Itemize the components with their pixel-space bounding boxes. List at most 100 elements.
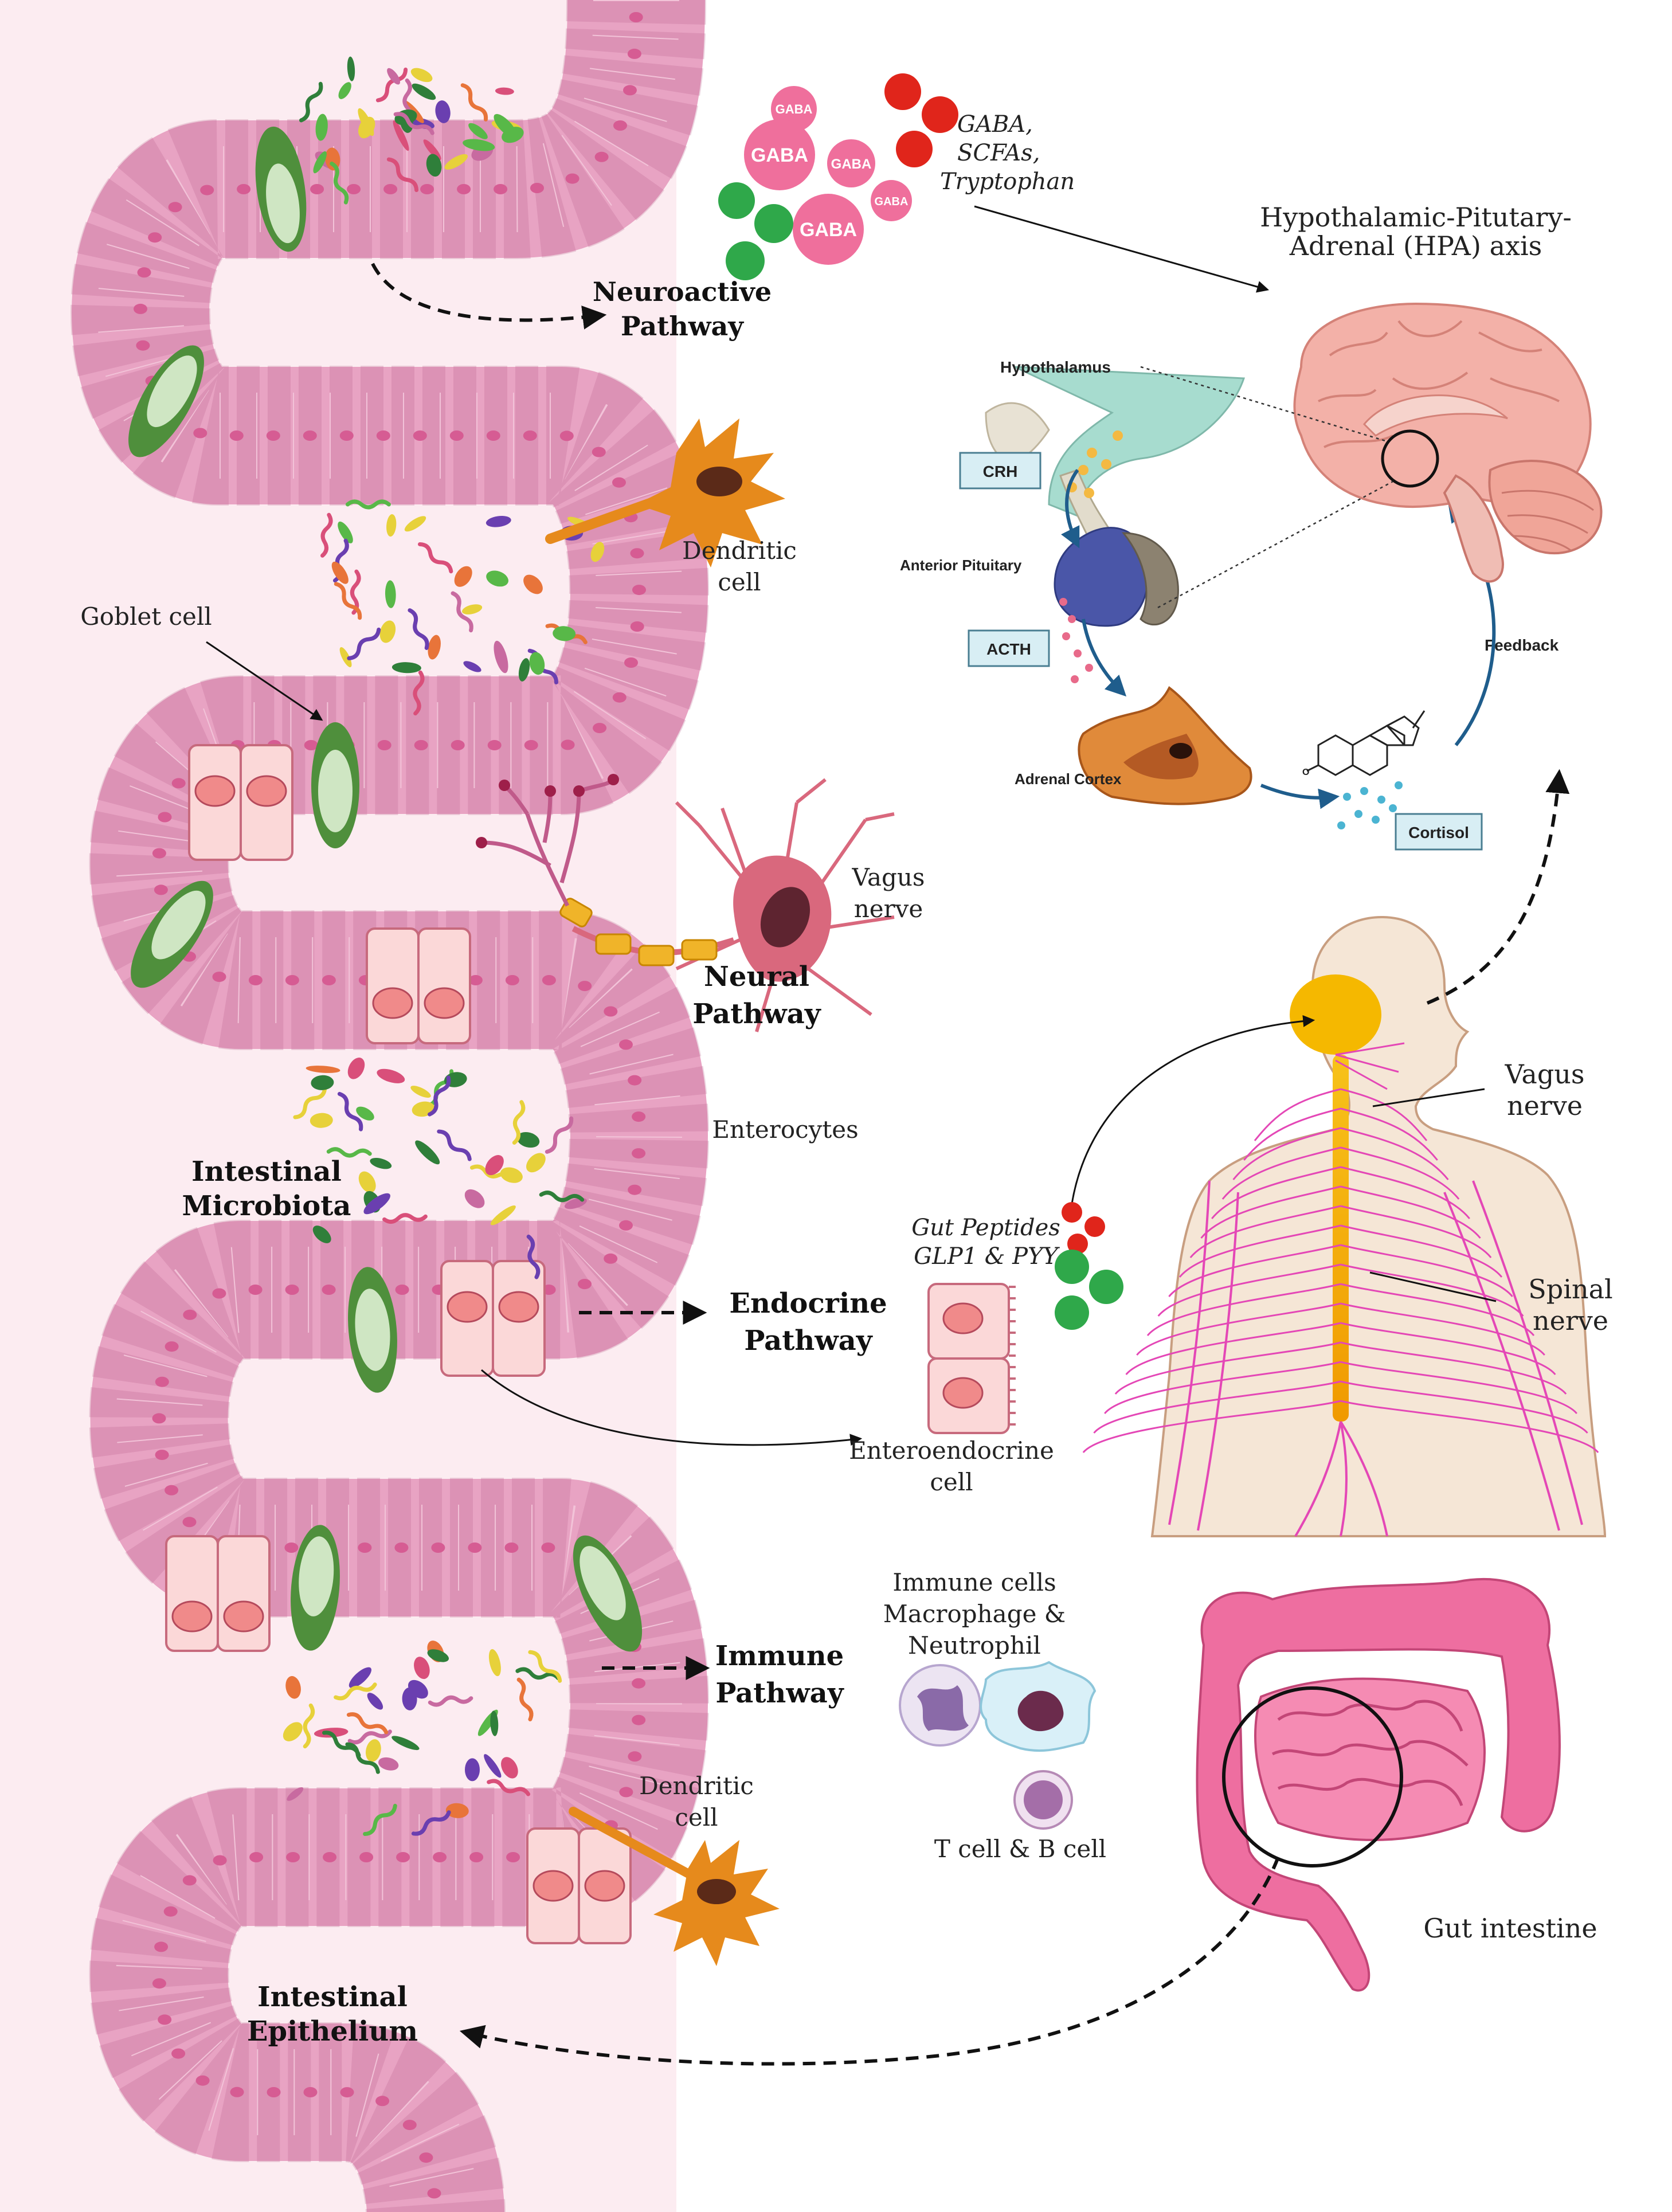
enteroendocrine-nucleus bbox=[171, 1600, 213, 1632]
gut-peptides-molecules bbox=[1055, 1202, 1123, 1330]
gaba-molecule bbox=[744, 119, 815, 190]
hpa-axis-diagram: O Hypothalamus CRH Anterior Pituitary AC… bbox=[900, 358, 1559, 851]
bacterium-spiral bbox=[539, 1191, 585, 1203]
bacterium-cocci bbox=[310, 1113, 333, 1128]
enterocyte-nucleus bbox=[487, 740, 502, 750]
enterocyte-nucleus bbox=[592, 447, 606, 457]
bacterium-rod bbox=[370, 1157, 392, 1169]
bacterium-spiral bbox=[293, 1086, 327, 1119]
enterocyte-nucleus bbox=[628, 1075, 642, 1086]
enterocyte-nucleus bbox=[212, 1288, 226, 1299]
nerve-branch bbox=[1082, 1400, 1341, 1453]
enterocyte-nucleus bbox=[505, 975, 519, 985]
enterocyte-nucleus bbox=[229, 430, 244, 441]
brainstem bbox=[1443, 474, 1504, 583]
enterocyte-nucleus bbox=[541, 1542, 555, 1553]
bacterium-cocci bbox=[529, 652, 545, 675]
bacterium-cocci bbox=[445, 1803, 469, 1818]
bacterium-rod bbox=[347, 56, 355, 81]
bacterium-cocci bbox=[408, 1679, 428, 1699]
t-b-cell-label: T cell & B cell bbox=[934, 1835, 1106, 1863]
bacterium-rod bbox=[463, 139, 495, 151]
enterocyte-nucleus bbox=[523, 430, 537, 441]
dendritic-cell-label: cell bbox=[718, 568, 761, 596]
nerve-branch bbox=[1221, 1146, 1341, 1200]
gaba-label: GABA bbox=[800, 219, 857, 241]
bacterium-rod bbox=[339, 647, 352, 668]
enterocyte-nucleus bbox=[148, 232, 162, 243]
small-intestine bbox=[1254, 1677, 1486, 1841]
bacterium-cocci bbox=[358, 116, 375, 139]
bacterium-rod bbox=[338, 521, 353, 543]
bacterium-cocci bbox=[516, 1132, 540, 1148]
nerve-branch bbox=[1340, 1244, 1513, 1297]
nerve-branch bbox=[1472, 1180, 1583, 1525]
bacterium-rod bbox=[377, 1068, 405, 1083]
bacterium-rod bbox=[485, 515, 511, 527]
spinal-nerve-label: nerve bbox=[1533, 1305, 1608, 1336]
intestinal-epithelium-label: Epithelium bbox=[247, 2015, 418, 2047]
bacterium-spiral bbox=[337, 1091, 363, 1132]
spinal-nerve-label: Spinal bbox=[1528, 1274, 1612, 1305]
bacterium-rod bbox=[386, 514, 397, 537]
bacterium-rod bbox=[410, 1086, 431, 1098]
enterocyte-nucleus bbox=[230, 2086, 244, 2097]
dendritic-cell-nucleus bbox=[697, 1879, 736, 1904]
intestinal-lining bbox=[0, 0, 709, 2212]
bacterium-rod bbox=[463, 661, 481, 672]
neuron-nucleus bbox=[760, 887, 810, 948]
enterocyte-nucleus bbox=[594, 151, 609, 162]
enterocyte-nucleus bbox=[623, 85, 637, 96]
acth-arrow bbox=[1082, 618, 1127, 697]
enterocyte-nucleus bbox=[158, 2014, 172, 2025]
nerve-branch bbox=[1340, 1322, 1556, 1375]
cerebellum-folia bbox=[1501, 490, 1594, 551]
crh-label-box bbox=[959, 452, 1041, 490]
cerebellum bbox=[1488, 460, 1603, 555]
enterocyte-nucleus bbox=[632, 1111, 646, 1122]
gaba-label: GABA bbox=[776, 102, 813, 116]
gut-intestine-label: Gut intestine bbox=[1423, 1913, 1597, 1944]
bacterium-rod bbox=[427, 1649, 449, 1662]
gaba-label: GABA bbox=[875, 195, 909, 208]
dashed-arrow-gut-to-epithelium bbox=[459, 1856, 1280, 2066]
enterocyte-nucleus bbox=[630, 621, 644, 632]
posterior-pituitary-gland bbox=[1121, 532, 1179, 625]
enterocyte-nucleus bbox=[136, 340, 150, 351]
gaba-scfa-tryptophan-label: GABA, SCFAs, Tryptophan bbox=[940, 111, 1075, 195]
gut-peptides-to-brain-arrow bbox=[1071, 1015, 1315, 1204]
enterocyte-nucleus bbox=[433, 1852, 447, 1862]
bacterium-cocci bbox=[285, 1676, 301, 1699]
spinal-nerve-pointer bbox=[1369, 1271, 1497, 1302]
enterocyte-nucleus bbox=[155, 1376, 169, 1387]
nerve-branch bbox=[1340, 1341, 1567, 1395]
enterocyte-nucleus bbox=[154, 1941, 169, 1952]
bacterium-spiral bbox=[299, 81, 323, 123]
bacterium-spiral bbox=[512, 1100, 526, 1145]
bacterium-rod bbox=[287, 1787, 304, 1801]
enterocyte-nucleus bbox=[431, 1542, 445, 1553]
cranial-nerve bbox=[1335, 1042, 1405, 1056]
cortisol-label: Cortisol bbox=[1408, 824, 1469, 841]
enterocyte-nucleus bbox=[304, 740, 318, 750]
large-intestine bbox=[1196, 1577, 1561, 1992]
bacterium-cocci bbox=[311, 1075, 334, 1090]
enterocyte-nucleus bbox=[632, 1714, 646, 1725]
enteroendocrine-cell bbox=[217, 1535, 271, 1652]
bacterium-rod bbox=[306, 1066, 340, 1073]
enterocyte-nucleus bbox=[359, 1852, 374, 1862]
gaba-molecule bbox=[827, 139, 875, 187]
neuroactive-pathway-label: Neuroactive bbox=[593, 276, 772, 307]
bacterium-spiral bbox=[451, 591, 473, 633]
green-molecule bbox=[726, 241, 765, 280]
corpus-callosum bbox=[1362, 394, 1508, 437]
acth-particles bbox=[1059, 598, 1093, 683]
enterocyte-nucleus bbox=[561, 739, 575, 750]
bacterium-cocci bbox=[358, 1171, 376, 1193]
enterocyte-nucleus bbox=[414, 740, 428, 750]
enterocyte-nucleus bbox=[195, 2075, 210, 2086]
bacterium-spiral bbox=[428, 1075, 451, 1117]
bacterium-rod bbox=[363, 1193, 390, 1215]
enterocyte-nucleus bbox=[593, 723, 607, 734]
red-molecule bbox=[896, 131, 933, 167]
